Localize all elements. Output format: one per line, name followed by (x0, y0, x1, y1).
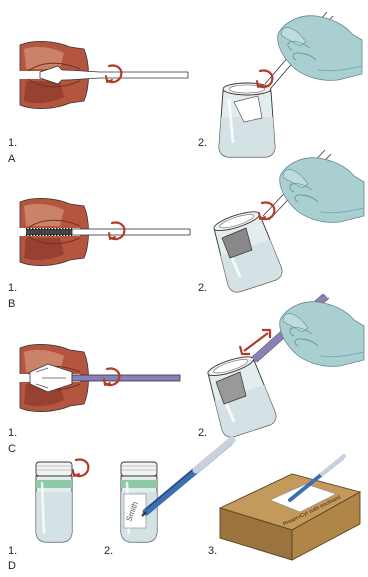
panel-d-letter: D (8, 561, 16, 572)
rotate-arrow-icon (73, 460, 88, 477)
panel-b-letter: B (8, 299, 15, 310)
panel-a (14, 12, 362, 157)
panel-c-step2-label: 2. (198, 428, 207, 439)
panel-b-step2-label: 2. (198, 283, 207, 294)
panel-a-step1-cervix-spatula (14, 41, 188, 108)
gloved-hand (280, 158, 364, 223)
panel-c (14, 294, 364, 440)
panel-d: Smith PreservCyt vials enclosed (36, 439, 360, 560)
panel-c-step1-cervix-broom (14, 344, 180, 411)
panel-b (14, 150, 364, 295)
panel-b-step1-cervix-brush (14, 198, 190, 265)
panel-c-step1-label: 1. (8, 428, 17, 439)
gloved-hand (280, 302, 364, 367)
panel-a-step1-label: 1. (8, 138, 17, 149)
panel-c-step2-jar (202, 294, 364, 440)
panel-a-step2-jar (219, 12, 362, 157)
panel-d-step2-label: 2. (104, 546, 113, 557)
panel-a-step2-label: 2. (198, 138, 207, 149)
panel-a-letter: A (8, 154, 15, 165)
panel-d-step2-vial-label: Smith (121, 439, 232, 542)
panel-d-step3-shipping-box: PreservCyt vials enclosed (220, 456, 360, 560)
panel-d-step3-label: 3. (208, 546, 217, 557)
panel-d-step1-label: 1. (8, 546, 17, 557)
panel-b-step1-label: 1. (8, 283, 17, 294)
panel-d-step1-vial-cap (36, 460, 88, 542)
gloved-hand (278, 16, 362, 81)
panel-b-step2-jar (208, 150, 364, 295)
panel-c-letter: C (8, 444, 16, 455)
